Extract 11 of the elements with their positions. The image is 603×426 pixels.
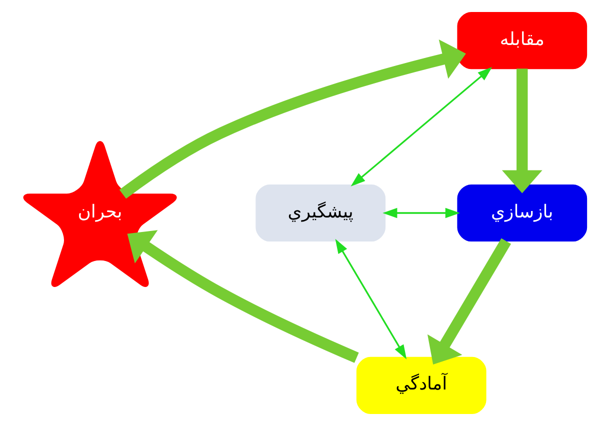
arrow — [127, 230, 359, 363]
arrow — [427, 238, 511, 364]
node-box: آمادگي — [356, 356, 486, 414]
arrow — [119, 39, 466, 199]
node-box: پيشگيري — [256, 184, 386, 242]
node-box: بازسازي — [457, 184, 588, 242]
node-box: مقابله — [457, 12, 588, 70]
arrow — [502, 68, 542, 194]
arrow — [335, 238, 407, 360]
arrow — [350, 67, 492, 186]
arrow — [382, 208, 460, 218]
